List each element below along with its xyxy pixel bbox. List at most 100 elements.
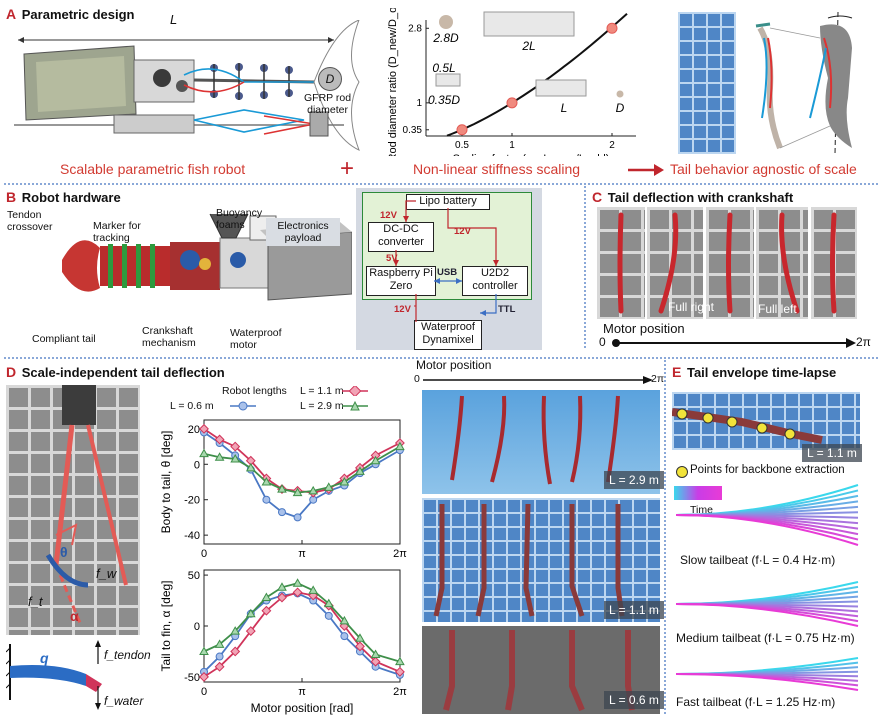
y-tick-label: 0	[194, 459, 200, 471]
tail-closeup-overlay	[45, 385, 128, 624]
envelope-line	[675, 514, 859, 546]
photo-06m-fish	[443, 630, 635, 712]
x-tick-label: 0	[201, 548, 207, 560]
data-point	[370, 450, 381, 461]
panel-e-title: E Tail envelope time-lapse	[672, 364, 836, 380]
chart-a-inset-mid-rod	[616, 90, 624, 98]
fwater-label: f_water	[104, 694, 144, 708]
data-point	[230, 441, 241, 452]
data-point	[261, 592, 272, 601]
data-point	[355, 466, 365, 475]
data-point	[355, 633, 365, 642]
divider-de	[664, 360, 666, 714]
panel-a-letter: A	[6, 6, 17, 22]
v12-label-3: 12V	[394, 304, 411, 315]
data-point	[199, 423, 209, 434]
crank-fish-overlays	[617, 212, 837, 314]
rod-d-label: D	[325, 72, 335, 86]
data-point	[230, 646, 241, 657]
beam-diagram	[6, 640, 102, 710]
chart-a-ylabel: Rod diameter ratio (D_new/D_old)	[387, 8, 399, 156]
rod-diameter-circle: D	[318, 67, 342, 91]
data-point	[293, 513, 302, 522]
caption-agnostic: Tail behavior agnostic of scale	[670, 161, 857, 177]
label-marker-tracking: Marker for tracking	[93, 220, 141, 244]
data-point	[355, 641, 365, 652]
full-left-label: Full left	[758, 302, 797, 316]
motor-end-c: 2π	[856, 335, 871, 349]
chart-ylabel: Tail to fin, α [deg]	[159, 581, 173, 672]
y-tick-label: 0	[194, 621, 200, 633]
legend-marker-11	[342, 386, 368, 396]
x-tick-label: 2π	[393, 548, 407, 560]
circuit-wires	[393, 200, 499, 322]
divider-row2	[4, 357, 878, 359]
data-point	[214, 434, 225, 445]
chart-a-y-tick-label: 2.8	[408, 23, 422, 34]
legend-item-06: L = 0.6 m	[170, 400, 214, 412]
arrow-right-icon	[628, 164, 664, 176]
envelope-photo-overlay	[672, 408, 823, 444]
label-crankshaft: Crankshaft mechanism	[142, 325, 196, 349]
chart-a-point	[456, 124, 468, 136]
panel-c-letter: C	[592, 189, 603, 205]
legend-label-06: L = 0.6 m	[170, 400, 214, 412]
photo-label-06m: L = 0.6 m	[604, 691, 664, 709]
envelope-photo-label: L = 1.1 m	[802, 444, 862, 462]
data-point	[261, 476, 272, 486]
dcdc-box: DC-DC converter	[368, 222, 434, 252]
x-tick-label: π	[298, 686, 306, 698]
legend-marker-06	[230, 401, 256, 411]
slow-tailbeat-envelope	[675, 484, 859, 546]
panel-e-letter: E	[672, 364, 682, 380]
data-point	[245, 608, 256, 618]
ft-label: f_t	[28, 594, 43, 609]
chart-a-inset-large-robot	[483, 11, 575, 37]
y-tick-label: 50	[188, 570, 200, 582]
data-point	[214, 452, 225, 461]
panel-b-title-text: Robot hardware	[21, 190, 121, 205]
v5-label: 5V	[386, 253, 398, 264]
v12-label-1: 12V	[380, 210, 397, 221]
alpha-label: α	[70, 608, 79, 624]
data-point	[370, 649, 381, 659]
chart-a-point	[606, 22, 618, 34]
panel-e-title-text: Tail envelope time-lapse	[686, 365, 837, 380]
data-point	[215, 652, 224, 661]
tail-overhead-photo	[678, 12, 736, 154]
chart-frame	[203, 419, 401, 545]
chart-a-y-tick-label: 0.35	[403, 125, 423, 136]
photo-label-29m: L = 2.9 m	[604, 471, 664, 489]
data-point	[245, 455, 256, 466]
x-tick-label: 2π	[393, 686, 407, 698]
dynamixel-box: Waterproof Dynamixel	[414, 320, 482, 350]
medium-tailbeat-envelope	[675, 581, 859, 627]
motor-position-arrow-d	[423, 376, 653, 384]
medium-tailbeat-label: Medium tailbeat (f·L = 0.75 Hz·m)	[676, 631, 855, 645]
chart-a-annot: 0.5L	[432, 61, 455, 75]
y-tick-label: -20	[184, 495, 200, 507]
divider-bc	[584, 186, 586, 348]
data-point	[230, 453, 241, 463]
data-point	[245, 462, 256, 472]
data-point	[395, 441, 405, 451]
backbone-point-icon	[676, 466, 688, 478]
fish-overlay-diagram	[755, 11, 853, 155]
caption-nonlinear: Non-linear stiffness scaling	[413, 161, 581, 177]
data-point	[370, 455, 381, 465]
data-point	[262, 495, 271, 504]
data-point	[292, 578, 303, 587]
data-point	[261, 605, 272, 616]
panel-c-title-text: Tail deflection with crankshaft	[607, 190, 794, 205]
data-point	[308, 585, 319, 594]
legend-marker-29	[342, 401, 368, 411]
chart-a-annot: D	[616, 101, 625, 115]
chart-a-inset-small-robot	[435, 73, 461, 87]
chart-a-inset-large-rod	[439, 15, 453, 29]
chart-a-annot: L	[561, 101, 568, 115]
fw-label: f_w	[96, 566, 117, 581]
points-legend: Points for backbone extraction	[690, 464, 845, 476]
data-point	[199, 671, 209, 682]
data-point	[230, 626, 241, 635]
y-tick-label: 20	[188, 424, 200, 436]
